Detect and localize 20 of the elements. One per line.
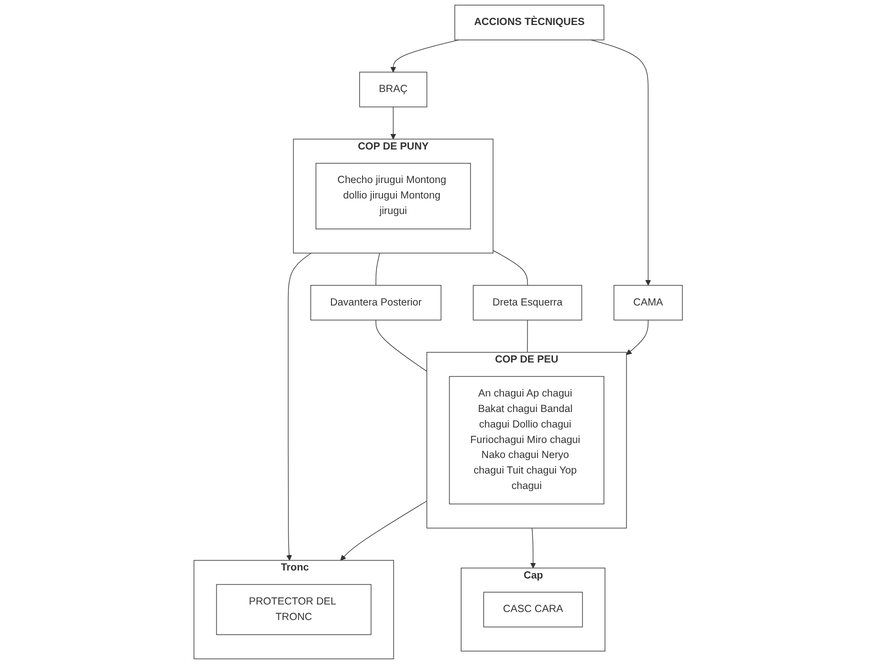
arrow — [286, 252, 312, 561]
node-box: ACCIONS TÈCNIQUES — [454, 4, 604, 40]
arrow — [390, 40, 459, 72]
connector — [526, 320, 528, 353]
node-box: CASC CARA — [483, 592, 583, 628]
arrow — [590, 40, 651, 286]
node-box: An chagui Ap chagui Bakat chagui Bandal chagui Dollio chagui Furiochagui Miro chagui Nako chagui Neryo chagui Tuit chagui Yop chagui — [448, 376, 604, 504]
node-box: CAMA — [613, 284, 683, 320]
node-box: BRAÇ — [359, 72, 428, 108]
node-box: Davantera Posterior — [310, 284, 442, 320]
arrow — [390, 106, 396, 140]
node-box: PROTECTOR DEL TRONC — [216, 584, 372, 636]
arrow — [340, 500, 427, 561]
arrow — [626, 320, 648, 355]
node-box: Checho jirugui Montong dollio jirugui Montong jirugui — [315, 162, 471, 230]
arrow — [530, 528, 536, 568]
connector — [375, 320, 427, 372]
node-box: Dreta Esquerra — [472, 284, 582, 320]
connector — [492, 250, 528, 286]
connector — [375, 252, 380, 286]
